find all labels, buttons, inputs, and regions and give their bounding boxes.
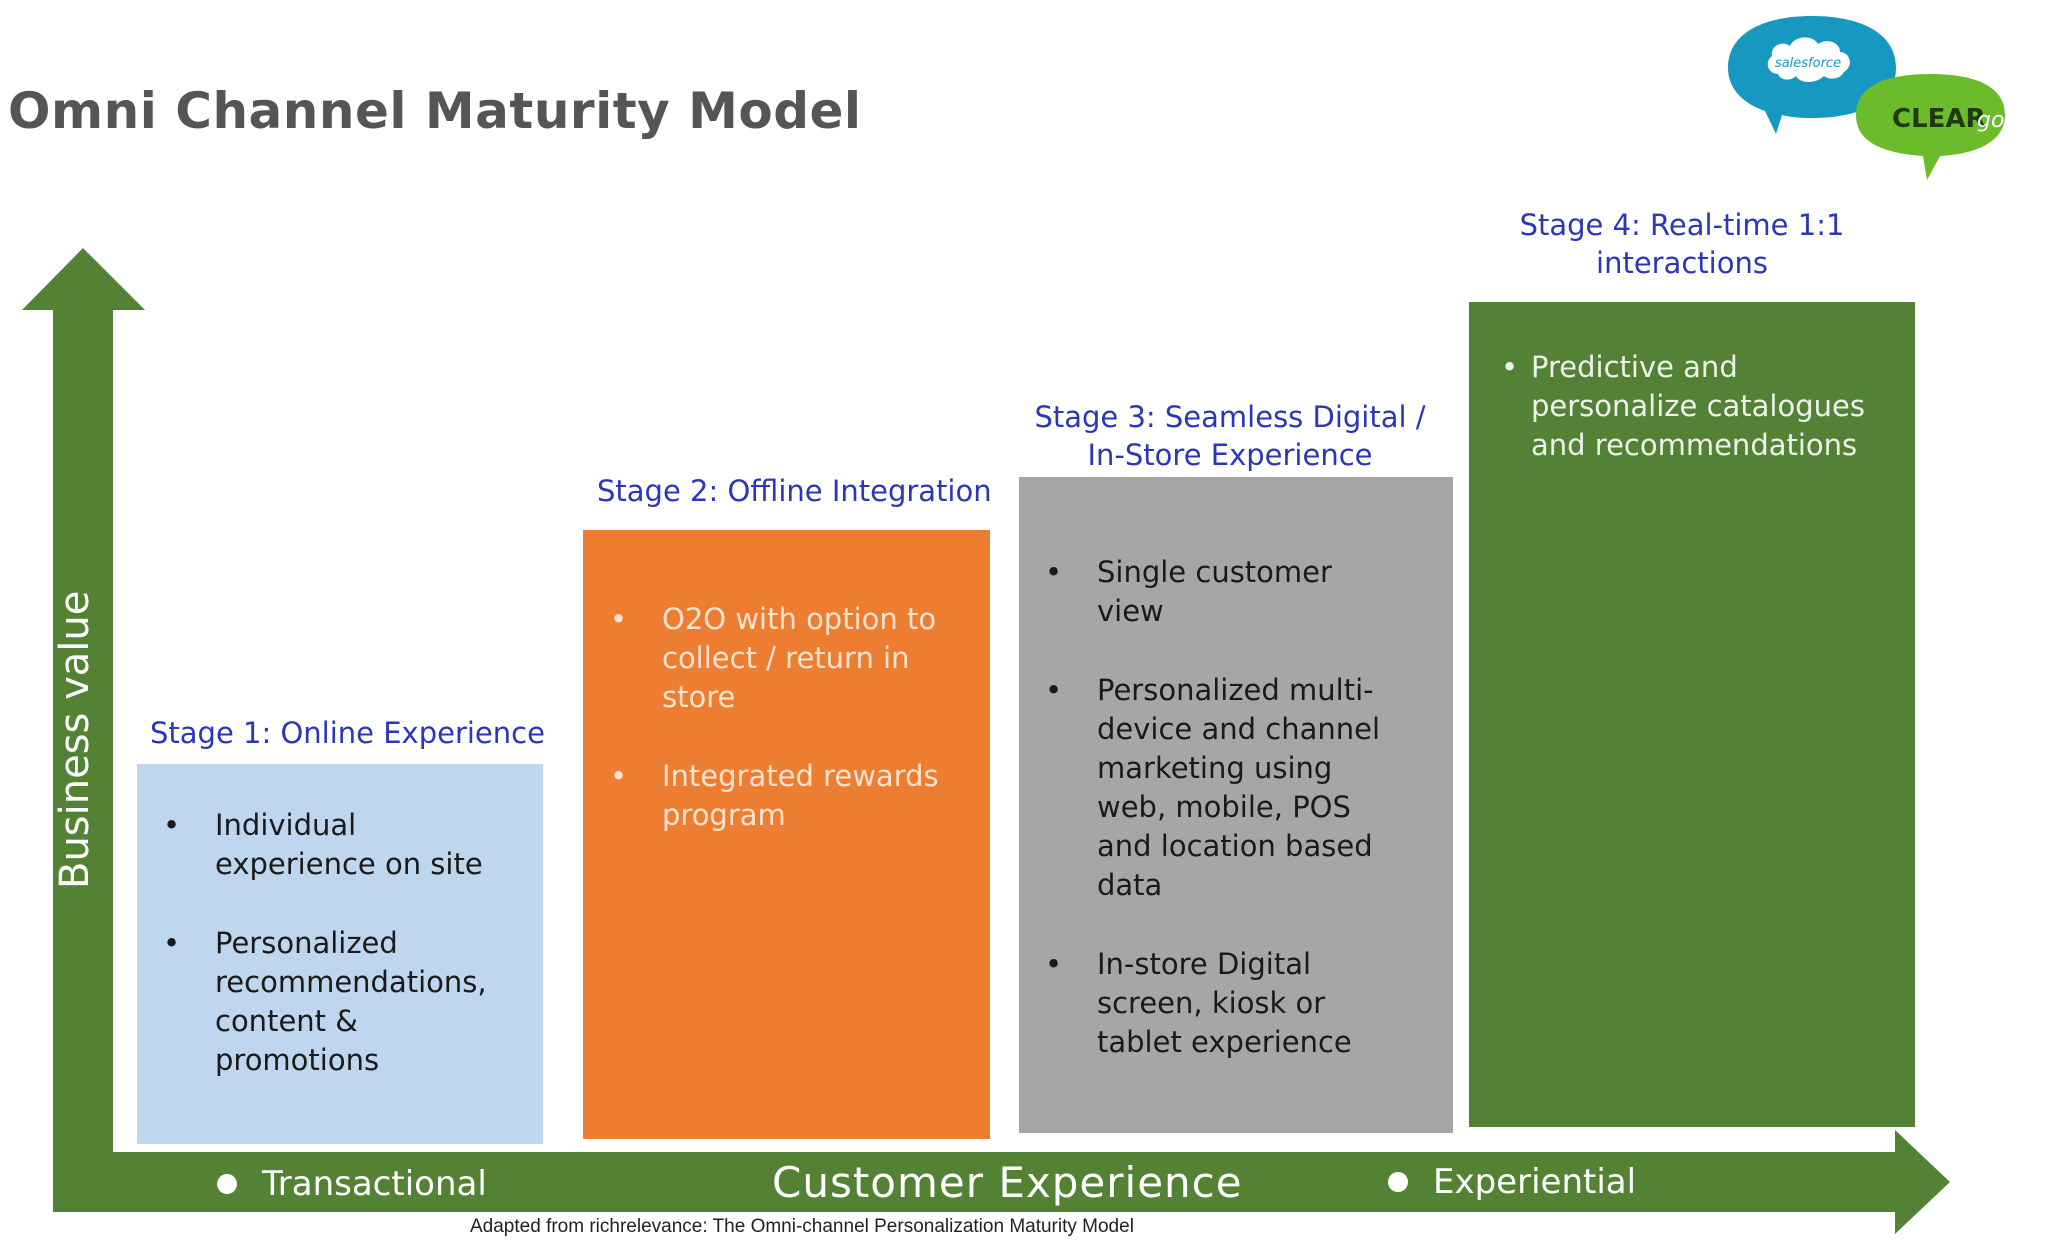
cleargo-logo: CLEAR go — [1856, 74, 2005, 180]
x-axis-start-label: Transactional — [262, 1164, 487, 1204]
source-footnote: Adapted from richrelevance: The Omni-cha… — [470, 1216, 1134, 1237]
stage-2-bullet-2: • Integrated rewards program — [610, 759, 939, 832]
x-axis-label: Customer Experience — [772, 1158, 1243, 1207]
stage-2-box: • O2O with option to collect / return in… — [583, 530, 990, 1139]
stage-4-bullets: • Predictive and personalize catalogues … — [1501, 348, 1901, 505]
transactional-dot — [217, 1174, 237, 1194]
svg-text:CLEAR: CLEAR — [1892, 104, 1986, 134]
page-title: Omni Channel Maturity Model — [8, 82, 862, 140]
svg-text:salesforce: salesforce — [1775, 56, 1841, 71]
stage-2-title: Stage 2: Offline Integration — [597, 474, 992, 508]
experiential-dot — [1388, 1172, 1408, 1192]
stage-3-bullet-2: • Personalized multi- device and channel… — [1045, 673, 1381, 902]
salesforce-logo: salesforce — [1728, 16, 1896, 134]
stage-1-bullets: • Individual experience on site • Person… — [163, 806, 535, 1120]
stage-1-bullet-2: • Personalized recommendations, content … — [163, 926, 487, 1077]
stage-3-bullet-3: • In-store Digital screen, kiosk or tabl… — [1045, 947, 1352, 1059]
x-axis-end-label: Experiential — [1433, 1162, 1637, 1202]
stage-4-title: Stage 4: Real-time 1:1 interactions — [1519, 208, 1845, 280]
stage-3-box: • Single customer view • Personalized mu… — [1019, 477, 1453, 1133]
y-axis-arrow — [22, 248, 145, 1210]
stage-2-bullets: • O2O with option to collect / return in… — [610, 600, 982, 875]
x-axis-arrow — [53, 1130, 1950, 1234]
stage-3-title: Stage 3: Seamless Digital / In-Store Exp… — [1034, 400, 1426, 472]
stage-4-box: • Predictive and personalize catalogues … — [1469, 302, 1915, 1127]
stage-1-title: Stage 1: Online Experience — [150, 716, 545, 750]
stage-3-bullet-1: • Single customer view — [1045, 555, 1332, 628]
stage-1-box: • Individual experience on site • Person… — [137, 764, 543, 1144]
svg-text:go: go — [1977, 108, 2004, 133]
stage-2-bullet-1: • O2O with option to collect / return in… — [610, 602, 937, 714]
stage-1-bullet-1: • Individual experience on site — [163, 808, 483, 881]
stage-4-bullet-1: • Predictive and personalize catalogues … — [1501, 350, 1865, 462]
stage-3-bullets: • Single customer view • Personalized mu… — [1045, 553, 1437, 1102]
y-axis-label: Business value — [52, 590, 98, 890]
brand-logos: salesforce CLEAR go — [1728, 16, 2005, 180]
